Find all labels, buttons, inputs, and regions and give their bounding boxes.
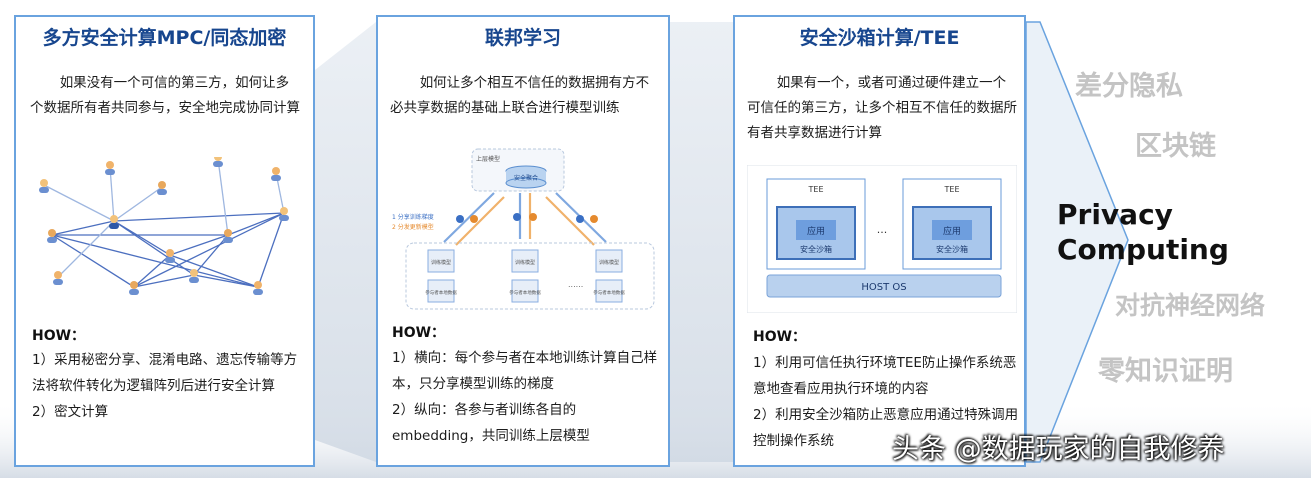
mpc-participants: [39, 157, 289, 295]
mpc-link: [133, 212, 285, 288]
side-term-blockchain: 区块链: [1135, 131, 1216, 162]
mpc-link: [51, 220, 115, 236]
side-term-differential-privacy: 差分隐私: [1075, 71, 1183, 102]
person-icon: [223, 229, 233, 243]
fl-participants-box: [405, 242, 655, 310]
privacy-word: Privacy: [1057, 198, 1173, 231]
person-icon: [189, 269, 199, 283]
tee-how-list: 1）利用可信任执行环境TEE防止操作系统恶意地查看应用执行环境的内容 2）利用安…: [753, 350, 1021, 454]
host-os-label: HOST OS: [861, 282, 906, 293]
person-icon: [109, 215, 119, 229]
person-icon: [253, 281, 263, 295]
person-icon: [279, 207, 289, 221]
mpc-panel: 多方安全计算MPC/同态加密 如果没有一个可信的第三方，如何让多个数据所有者共同…: [14, 15, 315, 467]
fl-how-label: HOW：: [392, 325, 446, 341]
watermark: 头条 @数据玩家的自我修养: [892, 434, 1225, 465]
tee-app-label-2: 应用: [943, 225, 961, 237]
person-icon: [165, 249, 175, 263]
person-icon: [47, 229, 57, 243]
fl-data-label-3: 参与者本地数据: [593, 289, 625, 296]
mpc-description: 如果没有一个可信的第三方，如何让多个数据所有者共同参与，安全地完成协同计算: [30, 75, 300, 116]
mpc-link: [113, 212, 285, 222]
mpc-how-item-2: 2）密文计算: [32, 404, 109, 420]
connector-2: [670, 22, 733, 462]
fl-participant-2: 训练模型 参与者本地数据: [509, 249, 541, 303]
host-os-bar: [766, 274, 1002, 298]
fl-model-label-3: 训练模型: [599, 259, 619, 266]
mpc-network-lines: [43, 158, 285, 288]
fl-model-label-2: 训练模型: [515, 259, 535, 266]
fl-participant-1: 训练模型 参与者本地数据: [425, 249, 457, 303]
fl-step-badges: [456, 213, 598, 223]
fl-data-label-1: 参与者本地数据: [425, 289, 457, 296]
person-icon: [157, 181, 167, 195]
fl-title: 联邦学习: [484, 27, 561, 49]
mpc-link: [113, 186, 163, 222]
tee-how-item-1: 1）利用可信任执行环境TEE防止操作系统恶意地查看应用执行环境的内容: [753, 355, 1017, 397]
fl-how-item-2: 2）纵向：各参与者训练各自的embedding，共同训练上层模型: [392, 402, 590, 444]
tee-box-1: TEE 应用 安全沙箱: [766, 178, 866, 270]
mpc-link: [169, 234, 229, 256]
mpc-link: [57, 220, 115, 278]
mpc-how-label: HOW：: [32, 328, 86, 344]
person-icon: [53, 271, 63, 285]
tee-diagram: TEE 应用 安全沙箱 ... TEE 应用 安全沙箱 HOST OS: [747, 165, 1017, 313]
person-icon: [39, 179, 49, 193]
mpc-link: [257, 212, 285, 288]
mpc-link: [217, 158, 229, 236]
federated-learning-panel: 联邦学习 如何让多个相互不信任的数据拥有方不必共享数据的基础上联合进行模型训练 …: [376, 15, 670, 467]
person-icon: [129, 281, 139, 295]
chevron-arrow: [1025, 21, 1129, 463]
tee-sandbox-label-2: 安全沙箱: [936, 244, 968, 254]
tee-box-2: TEE 应用 安全沙箱: [902, 178, 1002, 270]
mpc-link: [133, 274, 195, 288]
fl-diagram: 上层模型 安全聚合 1 分享训练梯度 2 分发更新模型 训练模型 参与者本地数据: [392, 148, 655, 310]
mpc-link: [169, 254, 259, 288]
privacy-computing-label: Privacy Computing: [1057, 197, 1229, 267]
mpc-link: [113, 220, 195, 276]
fl-server-label: 安全聚合: [514, 174, 538, 182]
fl-legend-1: 1 分享训练梯度: [392, 213, 434, 221]
person-icon: [105, 161, 115, 175]
tee-ellipsis: ...: [877, 223, 888, 236]
tee-label-2: TEE: [944, 185, 960, 194]
tee-sandbox-label-1: 安全沙箱: [800, 244, 832, 254]
mpc-link: [193, 274, 259, 288]
mpc-link: [51, 234, 259, 288]
tee-panel: 安全沙箱计算/TEE 如果有一个，或者可通过硬件建立一个可信任的第三方，让多个相…: [733, 15, 1026, 467]
fl-how-item-1: 1）横向：每个参与者在本地训练计算自己样本，只分享模型训练的梯度: [392, 350, 658, 392]
side-term-adversarial-network: 对抗神经网络: [1115, 291, 1266, 320]
fl-model-label-1: 训练模型: [431, 259, 451, 266]
mpc-how-list: 1）采用秘密分享、混淆电路、遗忘传输等方法将软件转化为逻辑阵列后进行安全计算 2…: [32, 347, 304, 425]
tee-how-label: HOW：: [753, 329, 807, 345]
mpc-link: [109, 166, 115, 222]
fl-ellipsis: ......: [568, 280, 583, 289]
side-term-zero-knowledge: 零知识证明: [1098, 356, 1233, 387]
fl-description: 如何让多个相互不信任的数据拥有方不必共享数据的基础上联合进行模型训练: [390, 75, 650, 116]
fl-data-label-2: 参与者本地数据: [509, 289, 541, 296]
tee-title: 安全沙箱计算/TEE: [799, 27, 960, 49]
mpc-link: [43, 184, 115, 222]
person-icon: [213, 157, 223, 167]
fl-legend-2: 2 分发更新模型: [392, 223, 434, 231]
tee-app-label-1: 应用: [807, 225, 825, 237]
tee-how-item-2: 2）利用安全沙箱防止恶意应用通过特殊调用控制操作系统: [753, 407, 1019, 449]
mpc-link: [133, 254, 171, 288]
fl-top-label: 上层模型: [476, 155, 500, 163]
mpc-title: 多方安全计算MPC/同态加密: [42, 27, 287, 49]
connector-1: [315, 22, 376, 462]
fl-how-list: 1）横向：每个参与者在本地训练计算自己样本，只分享模型训练的梯度 2）纵向：各参…: [392, 345, 662, 449]
tee-description: 如果有一个，或者可通过硬件建立一个可信任的第三方，让多个相互不信任的数据所有者共…: [747, 75, 1017, 141]
mpc-link: [193, 234, 229, 276]
computing-word: Computing: [1057, 233, 1229, 266]
person-icon: [271, 167, 281, 181]
mpc-link: [51, 234, 135, 288]
mpc-how-item-1: 1）采用秘密分享、混淆电路、遗忘传输等方法将软件转化为逻辑阵列后进行安全计算: [32, 352, 298, 394]
mpc-network-diagram: [39, 157, 289, 295]
tee-label-1: TEE: [808, 185, 824, 194]
mpc-link: [227, 212, 285, 236]
fl-participant-3: 训练模型 参与者本地数据: [593, 249, 625, 303]
